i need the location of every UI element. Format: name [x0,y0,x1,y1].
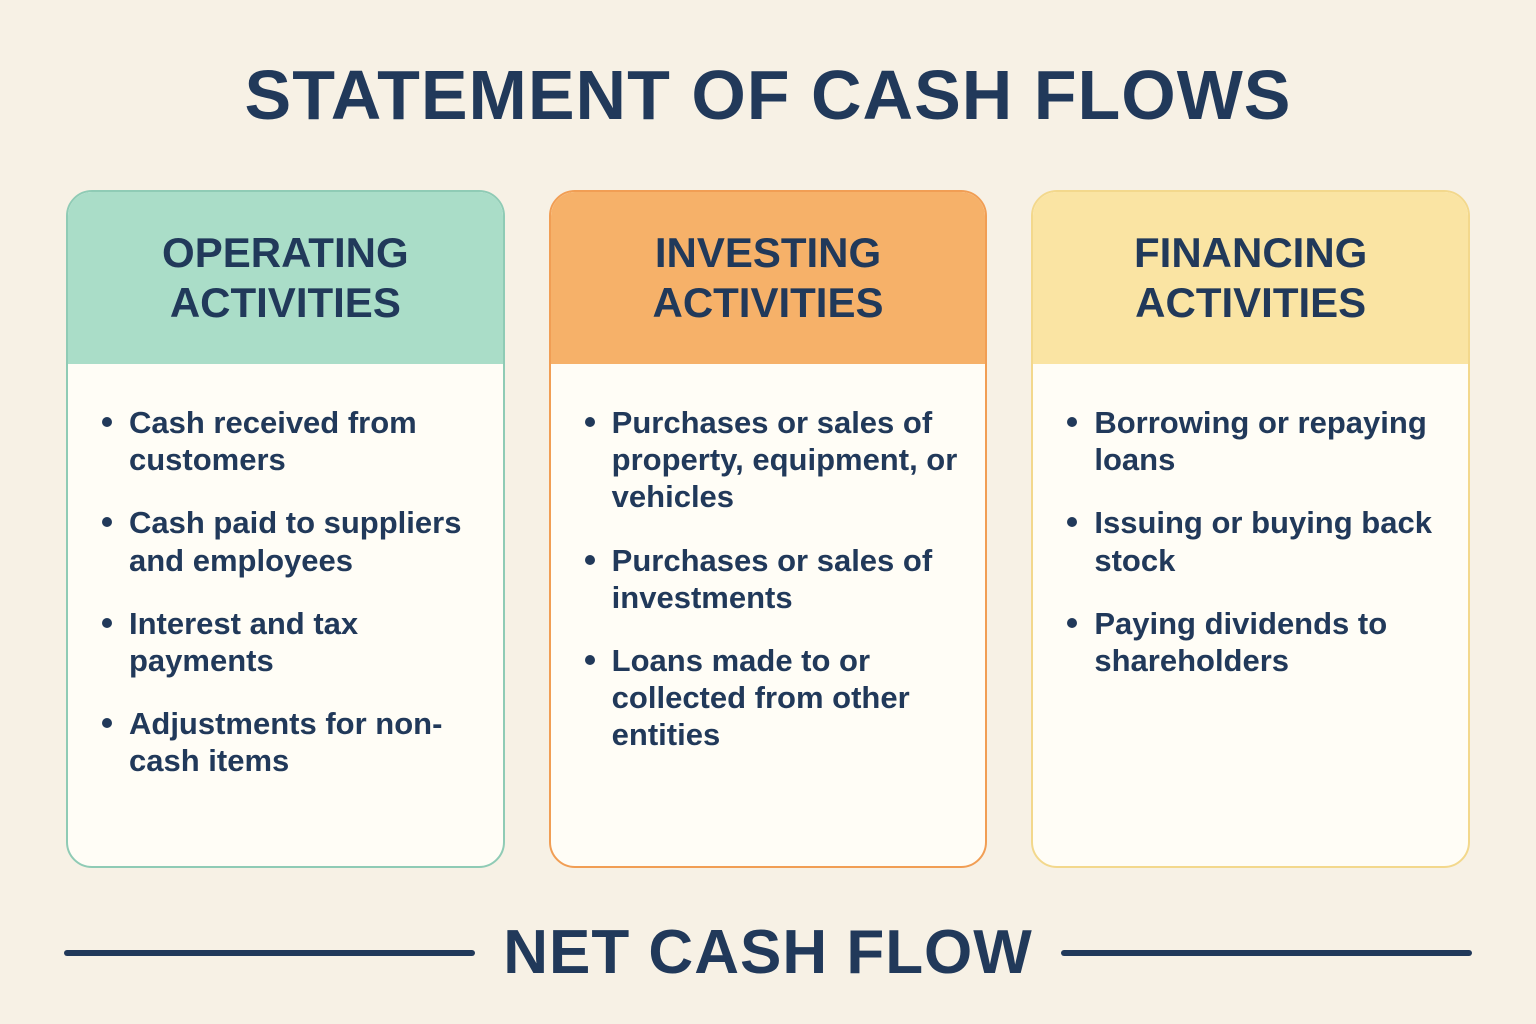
list-item: Purchases or sales of investments [584,542,962,616]
list-item-text: Interest and tax payments [129,605,359,678]
list-item-text: Cash received from customers [129,405,417,478]
list-item: Purchases or sales of property, equipmen… [584,404,962,516]
card-financing-activities: FINANCING ACTIVITIES Borrowing or repayi… [1031,190,1471,868]
bullet-icon [102,417,112,427]
bullet-icon [584,417,595,427]
cards-row: OPERATING ACTIVITIES Cash received from … [0,190,1536,868]
divider-line-right [1060,950,1472,956]
net-cash-flow-label: NET CASH FLOW [503,918,1033,987]
list-item-text: Borrowing or repaying loans [1094,405,1427,478]
list-item-text: Issuing or buying back stock [1094,505,1432,578]
investing-items-list: Purchases or sales of property, equipmen… [551,364,986,754]
list-item: Cash paid to suppliers and employees [102,504,479,578]
bullet-icon [1067,417,1078,427]
list-item-text: Paying dividends to shareholders [1094,605,1388,678]
bullet-icon [1067,617,1078,628]
list-item: Paying dividends to shareholders [1067,605,1444,679]
list-item-text: Purchases or sales of property, equipmen… [611,405,958,515]
card-header-investing: INVESTING ACTIVITIES [550,192,986,364]
list-item: Adjustments for non-cash items [102,705,479,779]
card-header-operating: OPERATING ACTIVITIES [68,192,503,364]
card-operating-activities: OPERATING ACTIVITIES Cash received from … [66,190,505,868]
financing-items-list: Borrowing or repaying loans Issuing or b… [1033,364,1468,679]
bullet-icon [584,554,595,565]
list-item: Loans made to or collected from other en… [584,642,962,754]
list-item: Interest and tax payments [102,605,479,679]
list-item-text: Purchases or sales of investments [611,542,933,615]
divider-line-left [64,950,476,956]
card-investing-activities: INVESTING ACTIVITIES Purchases or sales … [548,190,988,868]
bullet-icon [102,517,112,528]
list-item: Issuing or buying back stock [1067,504,1444,578]
bullet-icon [584,654,595,665]
net-cash-flow-banner: NET CASH FLOW [0,922,1536,984]
bullet-icon [102,617,112,628]
list-item-text: Adjustments for non-cash items [129,706,443,779]
list-item: Borrowing or repaying loans [1067,404,1444,478]
page-title: STATEMENT OF CASH FLOWS [244,56,1292,134]
bullet-icon [102,718,112,729]
list-item: Cash received from customers [102,404,479,478]
operating-items-list: Cash received from customers Cash paid t… [68,364,503,780]
bullet-icon [1067,517,1078,528]
card-header-financing: FINANCING ACTIVITIES [1033,192,1469,364]
list-item-text: Loans made to or collected from other en… [611,642,910,753]
list-item-text: Cash paid to suppliers and employees [129,505,462,578]
